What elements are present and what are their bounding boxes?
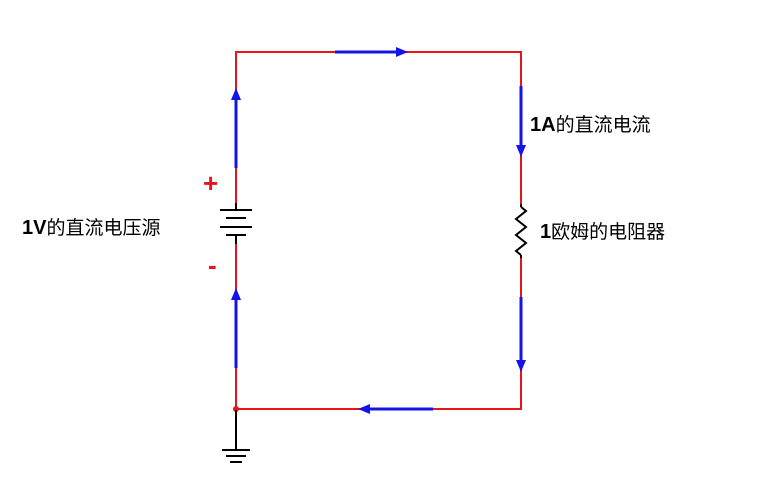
ground-icon [222, 410, 250, 463]
voltage-source-text: 的直流电压源 [46, 217, 161, 239]
resistor-icon [514, 204, 528, 258]
resistor-value: 1 [540, 221, 552, 243]
arrow-right-lower-down [516, 297, 526, 372]
current-text: 的直流电流 [555, 114, 651, 136]
current-label: 1A的直流电流 [530, 115, 651, 135]
battery-icon [220, 203, 252, 244]
voltage-source-label: 1V的直流电压源 [22, 218, 160, 238]
junction-node [233, 406, 239, 412]
arrow-left-lower-up [231, 288, 241, 368]
resistor-label: 1欧姆的电阻器 [540, 222, 665, 242]
voltage-source-value: 1V [22, 217, 47, 239]
current-value: 1A [530, 114, 556, 136]
resistor-text: 欧姆的电阻器 [551, 221, 666, 243]
minus-sign: - [208, 250, 217, 280]
arrow-right-upper-down [516, 86, 526, 157]
arrow-left-upper-up [231, 88, 241, 168]
plus-sign: + [203, 168, 219, 198]
wires [235, 51, 522, 410]
arrow-bottom-left [358, 404, 433, 414]
arrow-top-right [335, 47, 408, 57]
current-arrows [231, 47, 526, 414]
